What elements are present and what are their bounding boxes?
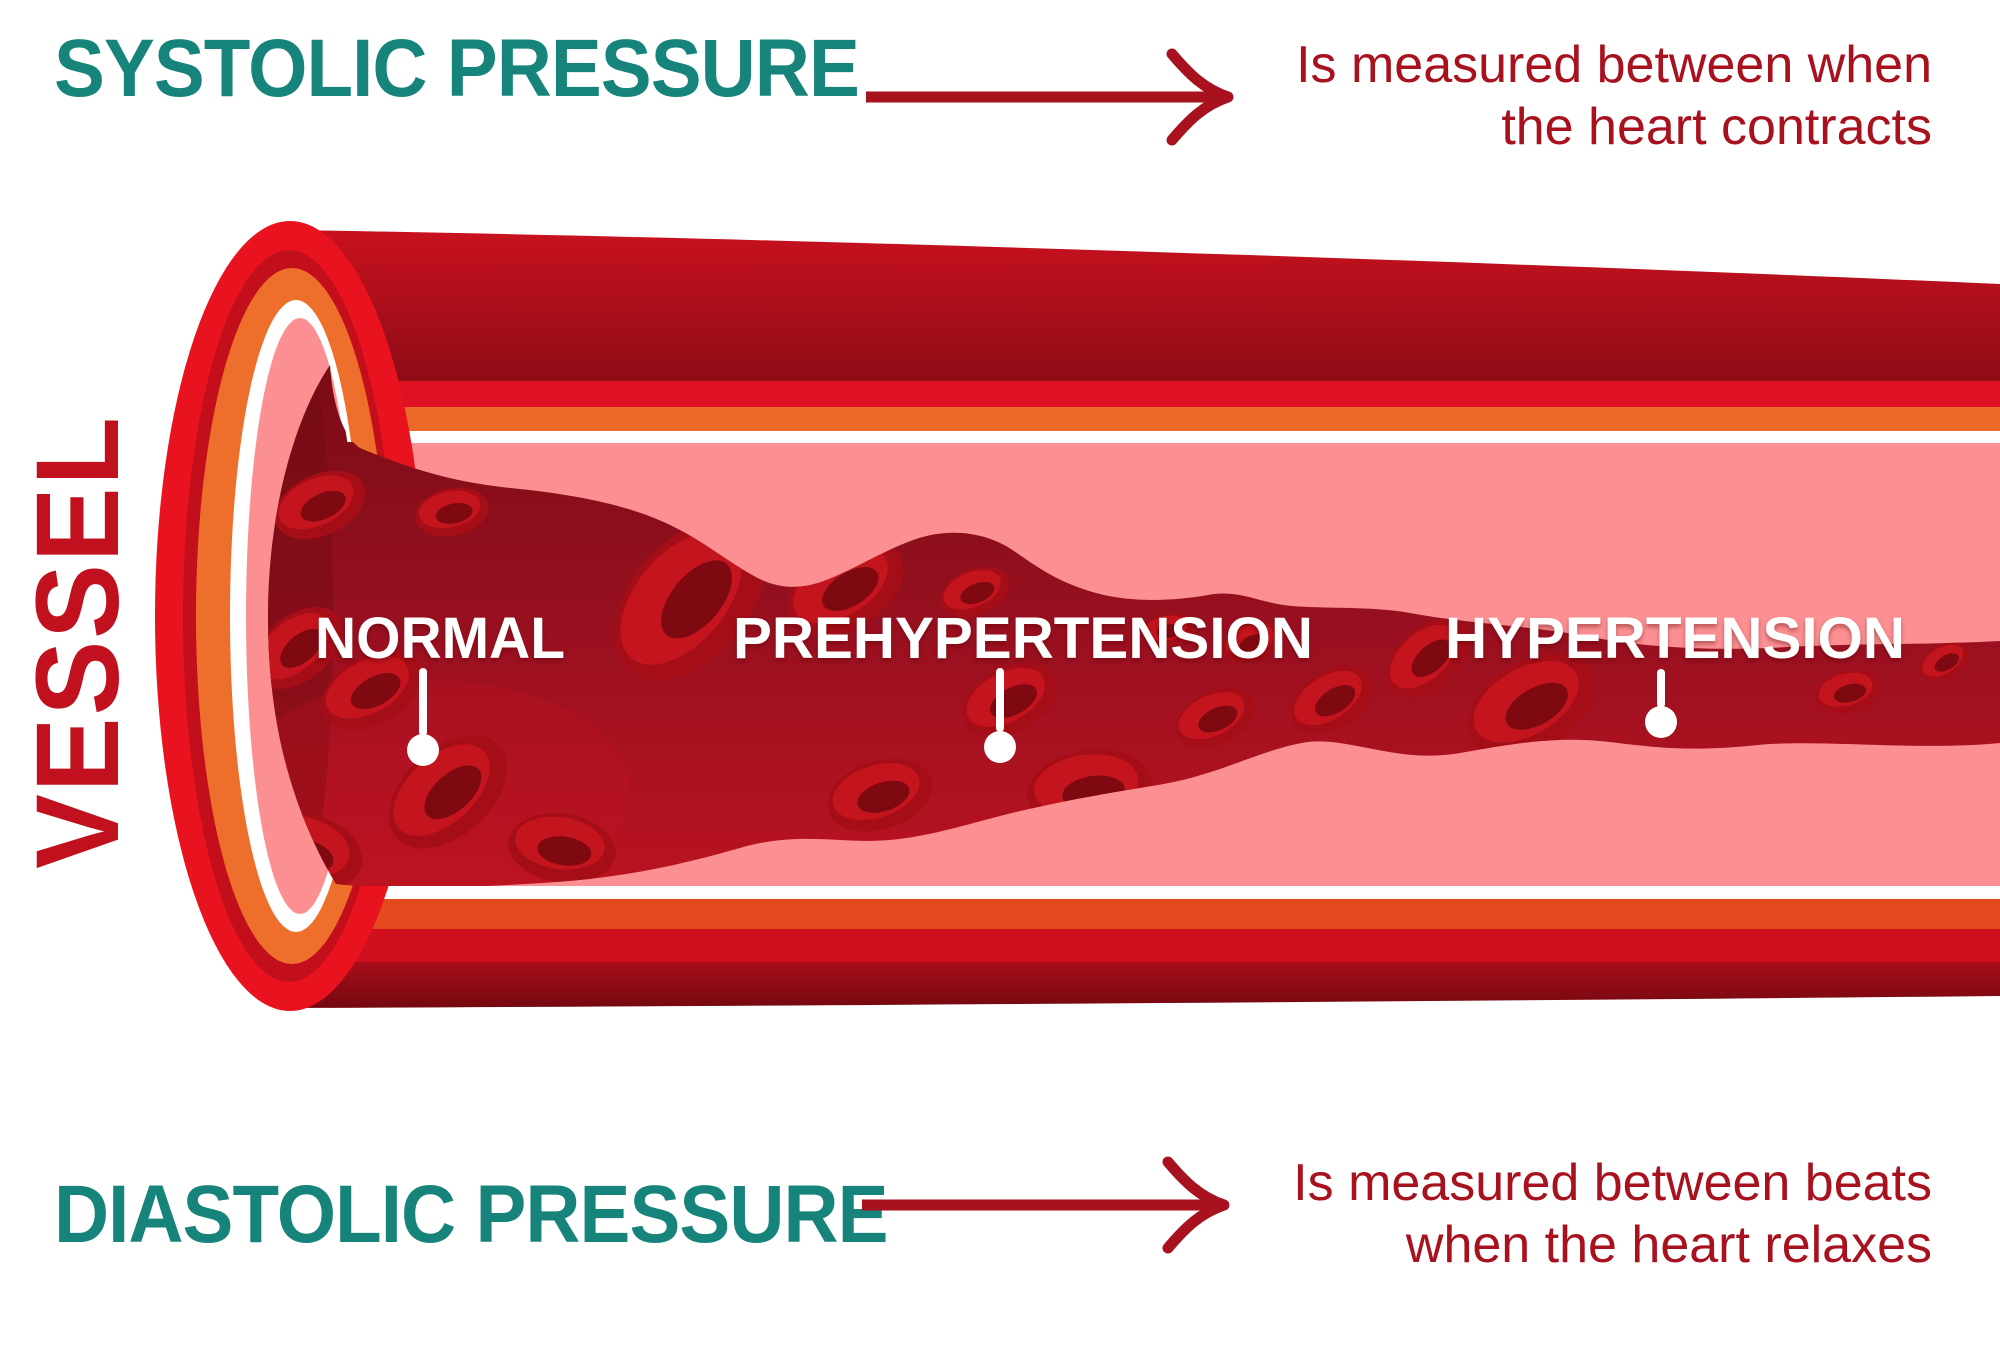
diastolic-annotation: Is measured between beats when the heart…	[1293, 1152, 1932, 1276]
wall-white-top	[290, 431, 2000, 443]
annotation-line: Is measured between when	[1296, 36, 1932, 94]
wall-white-bottom	[290, 886, 2000, 899]
stage-marker-normal: NORMAL	[315, 606, 565, 766]
annotation-line: Is measured between beats	[1293, 1154, 1932, 1212]
wall-bright-bottom	[290, 929, 2000, 962]
pointer-dot	[407, 734, 439, 766]
stage-marker-prehypertension: PREHYPERTENSION	[733, 606, 1313, 763]
stage-label-normal: NORMAL	[315, 606, 565, 671]
wall-orange-bottom	[290, 899, 2000, 929]
arrow-head	[1162, 1156, 1230, 1254]
diastolic-pressure-title: DIASTOLIC PRESSURE	[54, 1169, 888, 1260]
annotation-line: when the heart relaxes	[1405, 1216, 1932, 1274]
wall-outer-bottom	[290, 962, 2000, 1008]
blood-column	[268, 365, 2000, 888]
wall-orange-top	[290, 407, 2000, 431]
wall-outer-top	[290, 230, 2000, 381]
arrow-head	[1166, 48, 1234, 146]
pointer-dot	[984, 731, 1016, 763]
arrow-right-icon	[866, 48, 1234, 146]
systolic-pressure-title: SYSTOLIC PRESSURE	[54, 23, 860, 114]
stage-marker-hypertension: HYPERTENSION	[1445, 606, 1905, 738]
wall-bright-top	[290, 381, 2000, 407]
pointer-dot	[1645, 706, 1677, 738]
stage-label-hypertension: HYPERTENSION	[1445, 606, 1905, 671]
annotation-line: the heart contracts	[1501, 98, 1932, 156]
systolic-annotation: Is measured between when the heart contr…	[1296, 34, 1932, 158]
arrow-right-icon	[862, 1156, 1230, 1254]
stage-label-prehypertension: PREHYPERTENSION	[733, 606, 1313, 671]
stage-markers: NORMAL PREHYPERTENSION HYPERTENSION	[315, 606, 1905, 766]
